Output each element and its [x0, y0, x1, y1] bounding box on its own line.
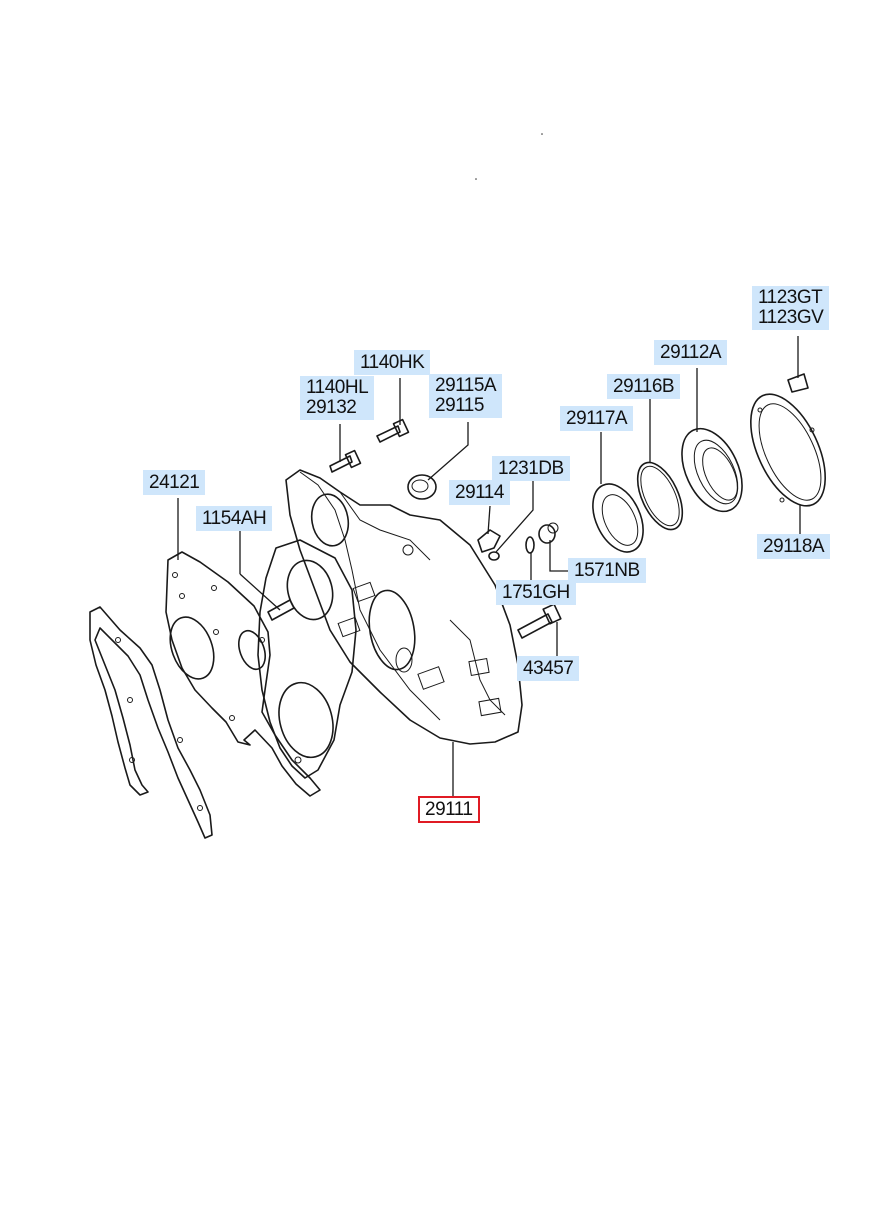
part-number-text: 1140HK: [360, 352, 425, 373]
part-number-text: 1123GV: [758, 307, 824, 328]
part-label-29111[interactable]: 29111: [418, 796, 480, 823]
part-label-29116b[interactable]: 29116B: [607, 374, 681, 399]
part-number-text: 29111: [425, 799, 473, 820]
pin-1231db: [488, 551, 500, 561]
part-number-text: 24121: [149, 472, 200, 493]
part-label-29118a[interactable]: 29118A: [757, 534, 831, 559]
part-label-1571nb[interactable]: 1571NB: [568, 558, 646, 583]
part-number-text: 29115: [435, 395, 484, 416]
part-label-24121[interactable]: 24121: [143, 470, 206, 495]
part-number-text: 1140HL: [306, 377, 369, 398]
washer-1751gh: [525, 536, 535, 554]
timing-gear-case: [285, 469, 523, 745]
bolt-1140hl: [329, 449, 362, 473]
seal-29117a: [592, 483, 644, 553]
part-label-1140hk[interactable]: 1140HK: [354, 350, 431, 375]
part-number-text: 29112A: [660, 342, 722, 363]
part-number-text: 1154AH: [202, 508, 267, 529]
clip-29114: [477, 529, 501, 553]
part-number-text: 29132: [306, 397, 357, 418]
part-label-29117a[interactable]: 29117A: [560, 406, 634, 431]
part-number-text: 29115A: [435, 375, 497, 396]
gasket-outer: [89, 606, 213, 839]
part-label-43457[interactable]: 43457: [517, 656, 580, 681]
stud-1154ah: [267, 599, 295, 621]
leader-lines: [177, 336, 801, 796]
oring-29116b: [636, 461, 684, 531]
part-label-1231db[interactable]: 1231DB: [492, 456, 570, 481]
bolt-43457: [517, 603, 562, 639]
part-number-text: 1123GT: [758, 287, 823, 308]
part-number-text: 1231DB: [498, 458, 564, 479]
bolt-1123gt: [787, 373, 809, 393]
part-label-1154ah[interactable]: 1154AH: [196, 506, 273, 531]
part-label-1751gh[interactable]: 1751GH: [496, 580, 576, 605]
plug-29115: [407, 474, 437, 500]
plate: [257, 539, 357, 779]
cover-29118a: [750, 393, 826, 507]
part-number-text: 29117A: [566, 408, 628, 429]
plug-1571nb: [538, 522, 559, 544]
part-number-text: 29114: [455, 482, 504, 503]
gasket-24121: [165, 551, 321, 797]
part-label-29114[interactable]: 29114: [449, 480, 510, 505]
bolt-1140hk: [376, 418, 410, 443]
part-number-text: 1571NB: [574, 560, 640, 581]
part-number-text: 29116B: [613, 376, 675, 397]
retainer-29112a: [681, 427, 743, 513]
part-number-text: 43457: [523, 658, 574, 679]
part-number-text: 29118A: [763, 536, 825, 557]
part-number-text: 1751GH: [502, 582, 570, 603]
part-label-29112a[interactable]: 29112A: [654, 340, 728, 365]
